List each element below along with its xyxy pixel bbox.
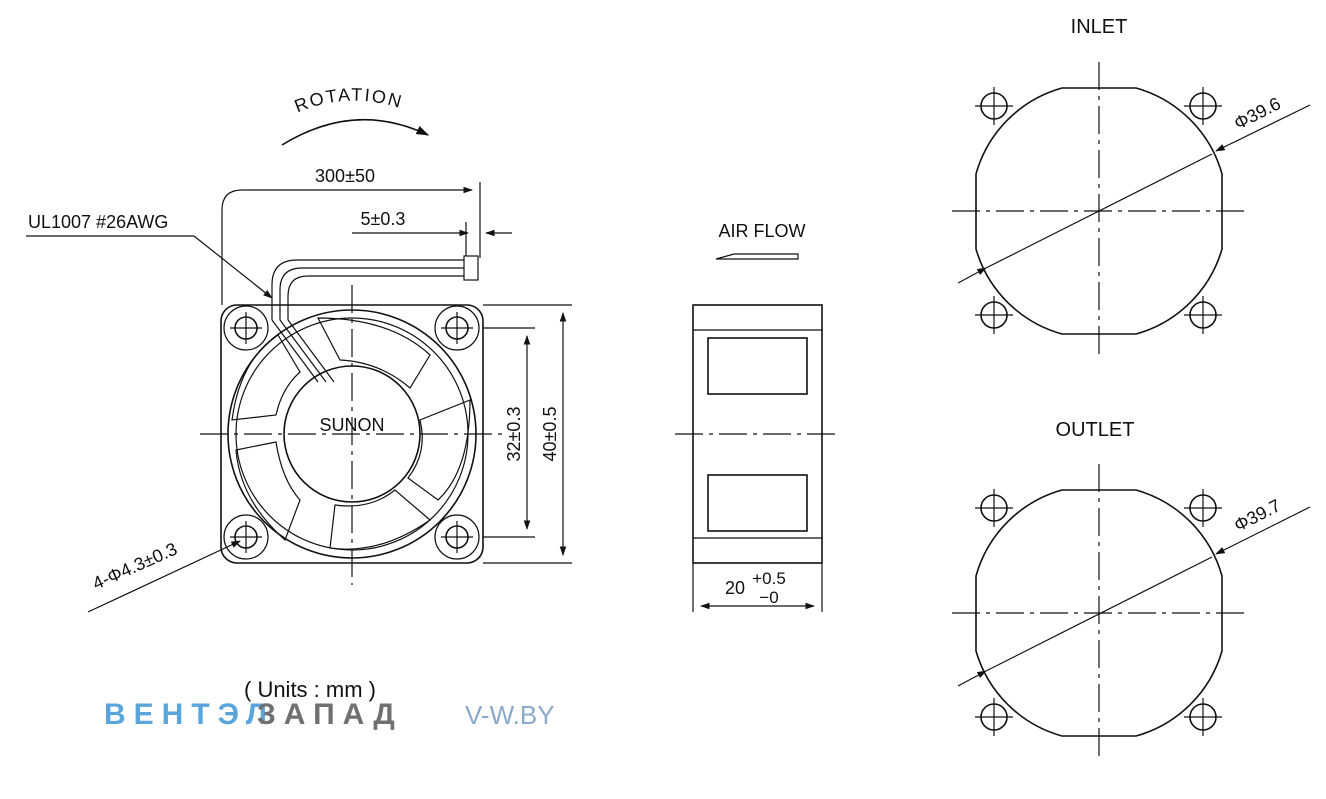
mount-hole-top-left [223, 305, 269, 351]
mount-holes-label: 4-Φ4.3±0.3 [89, 539, 180, 594]
watermark-logo: ВЕНТЭЛ ЗАПАД V-W.BY [104, 698, 555, 731]
side-view: AIR FLOW 20 +0.5 −0 [675, 221, 838, 612]
fan-blades [231, 317, 471, 550]
watermark-part1: ВЕНТЭЛ [104, 698, 275, 731]
outlet-title: OUTLET [1056, 419, 1135, 441]
inlet-hole-bl [975, 296, 1013, 334]
outlet-outline [975, 489, 1223, 737]
inlet-view: INLET Φ39.6 [952, 16, 1311, 360]
inlet-hole-tl [975, 87, 1013, 125]
lead-length-label: 300±50 [315, 166, 375, 186]
rotation-arrow [281, 118, 430, 146]
mount-hole-bottom-left [223, 514, 269, 560]
inlet-hole-tr [1184, 87, 1222, 125]
outlet-hole-tr [1184, 489, 1222, 527]
wire-spec-label: UL1007 #26AWG [28, 212, 168, 232]
lead-wires [271, 255, 479, 383]
outlet-view: OUTLET Φ39.7 [952, 419, 1311, 762]
front-view: SUNON ROTATION 300±50 5±0.3 [26, 84, 572, 613]
strip-length-label: 5±0.3 [361, 209, 406, 229]
inlet-diameter-label: Φ39.6 [1231, 93, 1284, 133]
outlet-diameter-label: Φ39.7 [1231, 495, 1284, 535]
watermark-url: V-W.BY [465, 700, 555, 730]
outlet-hole-tl [975, 489, 1013, 527]
hole-spacing-label: 32±0.3 [504, 407, 524, 462]
side-window-bottom [707, 474, 808, 532]
air-flow-arrow [715, 253, 799, 260]
inlet-outline [975, 87, 1223, 335]
mount-hole-top-right [434, 305, 480, 351]
units-label: ( Units : mm ) [244, 677, 376, 702]
air-flow-label: AIR FLOW [718, 221, 805, 241]
outlet-hole-br [1184, 698, 1222, 736]
inlet-hole-br [1184, 296, 1222, 334]
thickness-upper-tol-label: +0.5 [752, 569, 786, 588]
thickness-lower-tol-label: −0 [759, 588, 778, 607]
outlet-hole-bl [975, 698, 1013, 736]
thickness-nominal-label: 20 [725, 578, 745, 598]
frame-size-label: 40±0.5 [540, 407, 560, 462]
watermark-part2: ЗАПАД [257, 698, 403, 731]
side-window-top [707, 337, 808, 395]
rotation-label: ROTATION [292, 84, 406, 116]
inlet-title: INLET [1071, 16, 1128, 38]
mount-hole-bottom-right [434, 514, 480, 560]
